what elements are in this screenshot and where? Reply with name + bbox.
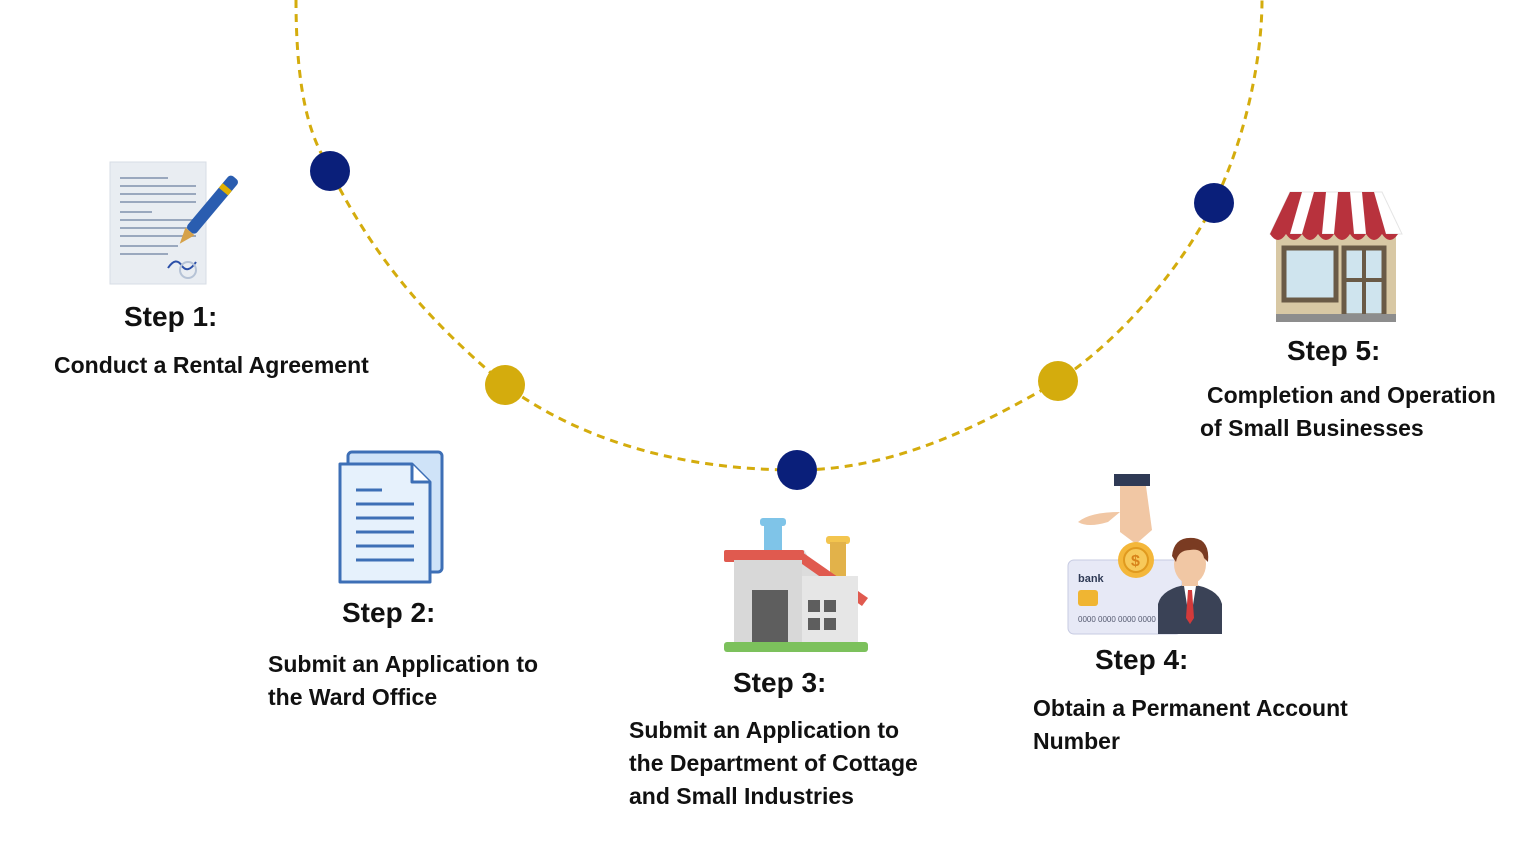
step-4-description: Obtain a Permanent Account Number bbox=[1033, 692, 1348, 758]
step-1-description: Conduct a Rental Agreement bbox=[54, 349, 369, 382]
step-1-desc-line: Conduct a Rental Agreement bbox=[54, 352, 369, 378]
step-2-desc-line: the Ward Office bbox=[268, 684, 438, 710]
node-minor-1 bbox=[485, 365, 525, 405]
dashed-arc bbox=[294, 0, 1264, 472]
step-2-title: Step 2: bbox=[342, 597, 436, 628]
step-4-desc-line: Number bbox=[1033, 728, 1120, 754]
step-2-desc-line: Submit an Application to bbox=[268, 651, 539, 677]
step-4-desc-line: Obtain a Permanent Account bbox=[1033, 695, 1348, 721]
step-3-description: Submit an Application to the Department … bbox=[629, 714, 918, 813]
node-step-3 bbox=[777, 450, 817, 490]
shop-icon bbox=[1269, 191, 1403, 322]
step-5-description: Completion and Operation of Small Busine… bbox=[1200, 379, 1496, 445]
house-icon bbox=[724, 518, 868, 652]
bank-card-payment-icon: bank 0000 0000 0000 0000 $ bbox=[1067, 474, 1222, 635]
card-number: 0000 0000 0000 0000 bbox=[1078, 615, 1156, 624]
node-step-1 bbox=[310, 151, 350, 191]
signed-contract-icon bbox=[109, 161, 238, 285]
step-3-desc-line: Submit an Application to bbox=[629, 717, 900, 743]
step-4-title: Step 4: bbox=[1095, 644, 1189, 675]
step-5-desc-line: Completion and Operation bbox=[1207, 382, 1496, 408]
documents-icon bbox=[338, 450, 444, 584]
step-3-title: Step 3: bbox=[733, 667, 827, 698]
step-3-desc-line: the Department of Cottage bbox=[629, 750, 918, 776]
card-bank-label: bank bbox=[1078, 573, 1105, 585]
step-3-desc-line: and Small Industries bbox=[629, 783, 854, 809]
node-step-5 bbox=[1194, 183, 1234, 223]
node-minor-2 bbox=[1038, 361, 1078, 401]
step-5-desc-line: of Small Businesses bbox=[1200, 415, 1424, 441]
step-1-title: Step 1: bbox=[124, 301, 218, 332]
step-2-description: Submit an Application to the Ward Office bbox=[268, 648, 538, 714]
step-5-title: Step 5: bbox=[1287, 335, 1381, 366]
svg-text:$: $ bbox=[1131, 553, 1140, 570]
